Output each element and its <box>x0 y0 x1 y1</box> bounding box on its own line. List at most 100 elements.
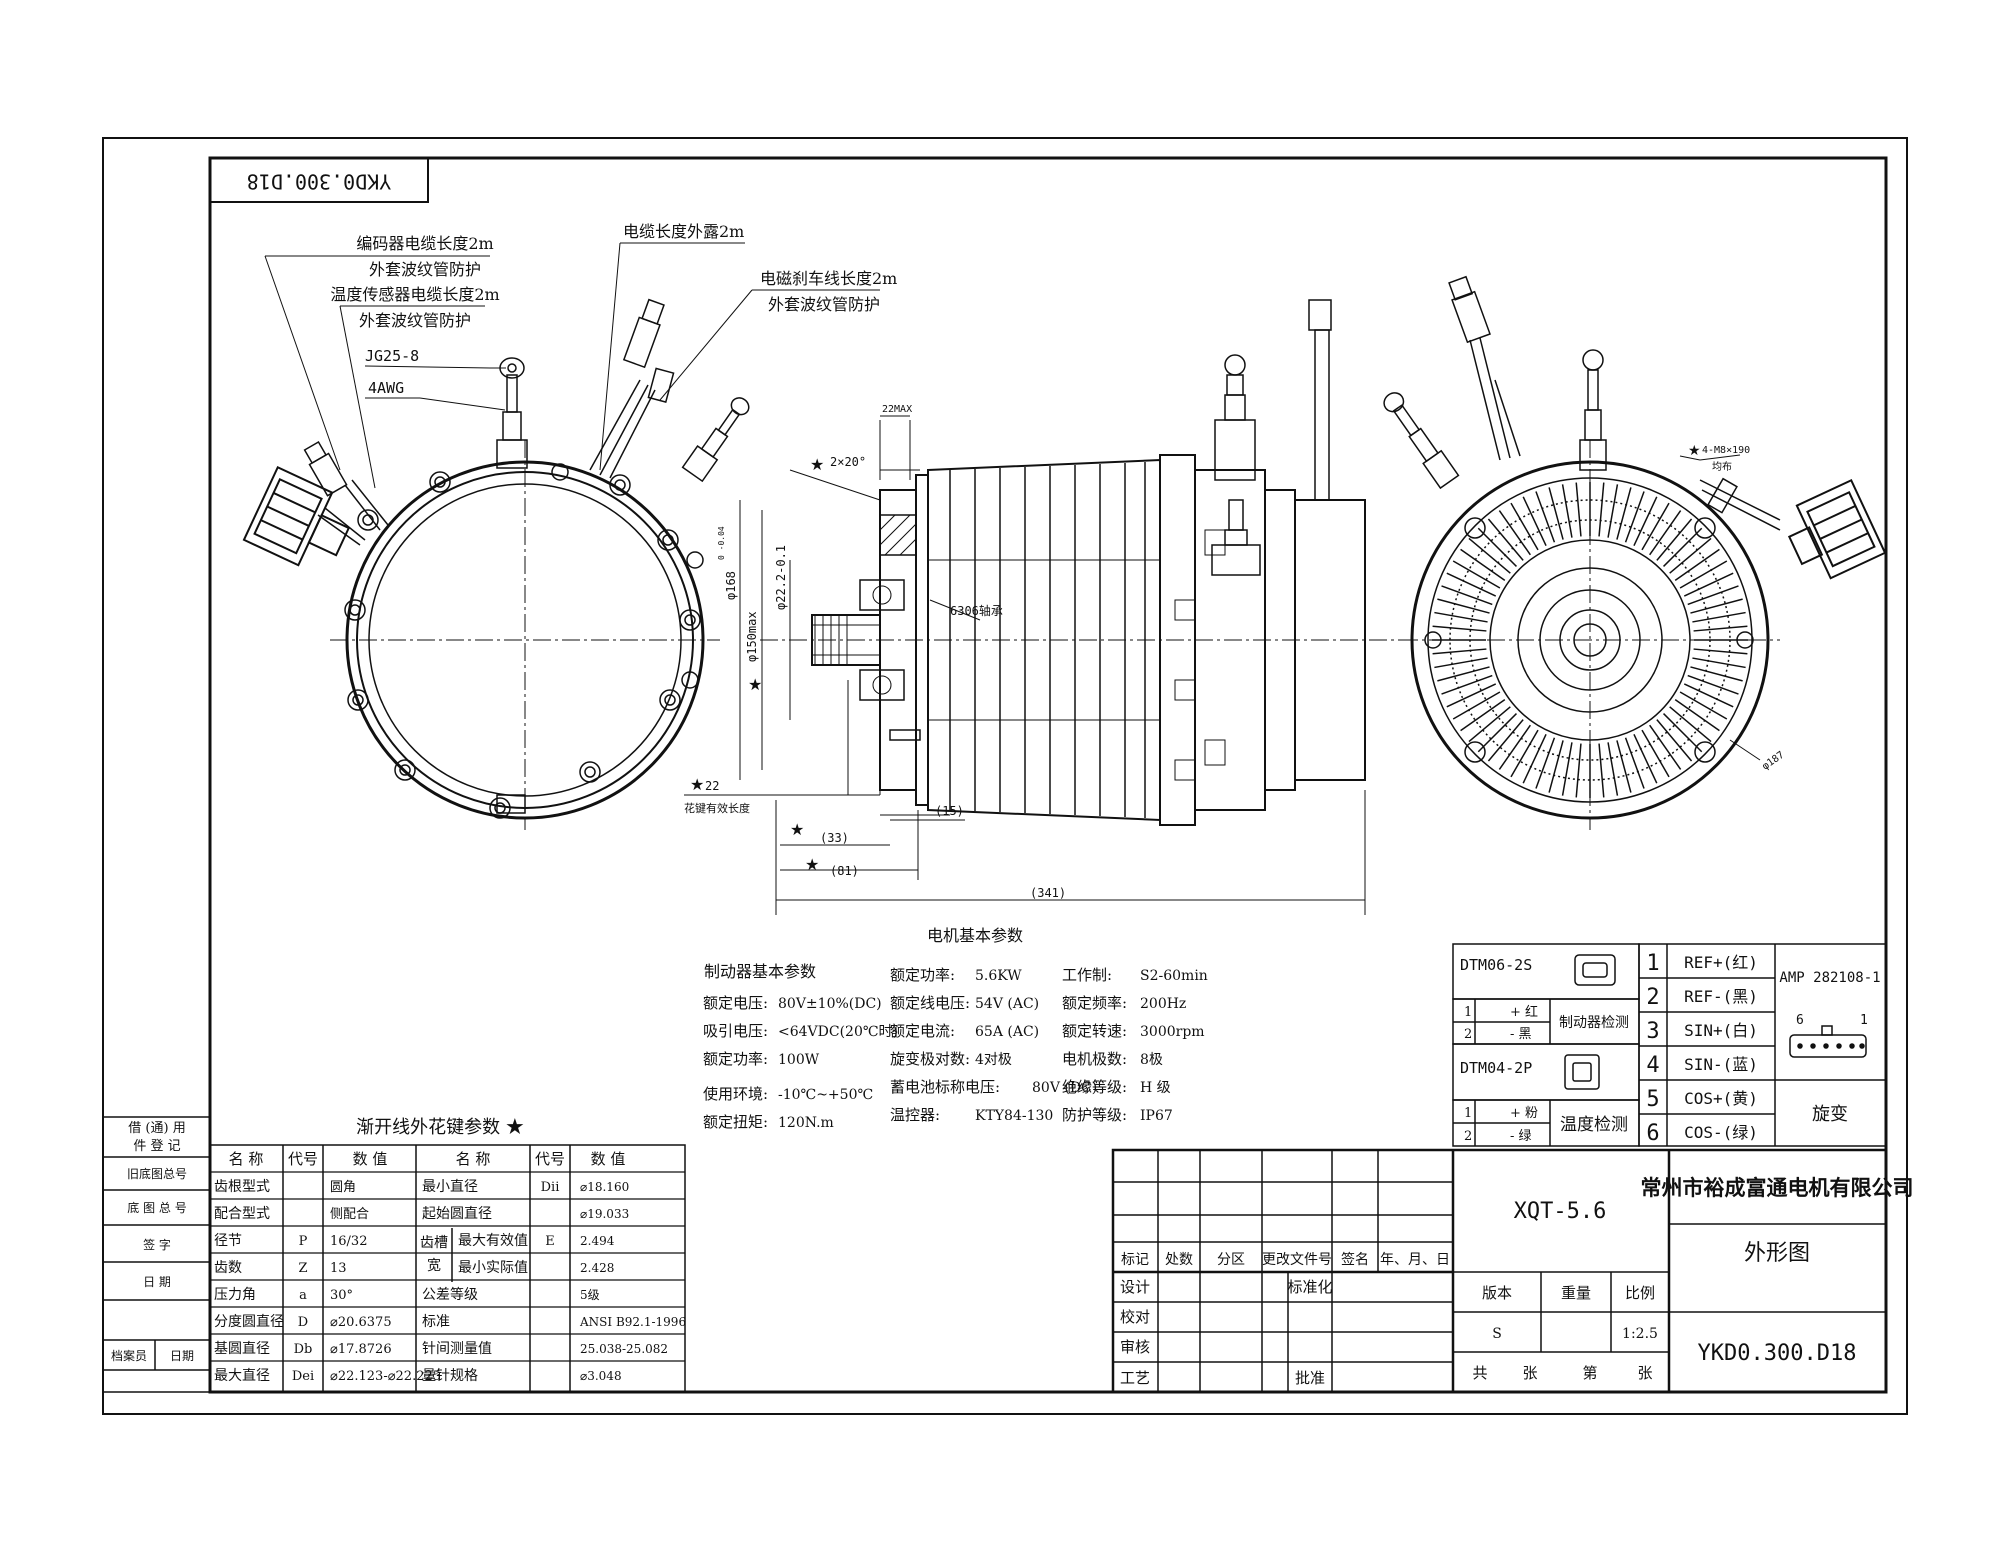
fin-line <box>1679 560 1728 589</box>
fin-line <box>1535 737 1556 789</box>
spline-header: 数 值 <box>353 1150 388 1168</box>
bolts-sub-label: 均布 <box>1712 461 1732 473</box>
fin-line <box>1656 518 1693 561</box>
dtm04-pin2-color: - 绿 <box>1510 1129 1532 1144</box>
spline-cell: ANSI B92.1-1996 <box>579 1315 686 1329</box>
bolts-label: 4-M8×190 <box>1702 445 1750 456</box>
terminal-label: JG25-8 <box>365 347 419 365</box>
spline-cell: ⌀22.123-⌀22.225 <box>330 1369 441 1384</box>
fin-line <box>1437 598 1490 614</box>
fin-line <box>1434 611 1488 623</box>
fin-line <box>1575 482 1582 537</box>
strip-old-drawing-no: 旧底图总号 <box>127 1166 187 1181</box>
fin-line <box>1674 699 1720 732</box>
spline-cell: 齿根型式 <box>214 1179 270 1195</box>
dtm04-pin1-color: + 粉 <box>1510 1106 1538 1121</box>
fin-line <box>1510 502 1539 551</box>
strip-archivist: 档案员 <box>111 1348 147 1363</box>
strip-line2: 件 登 记 <box>133 1139 180 1154</box>
sheets-unit-label: 张 <box>1522 1364 1537 1382</box>
title-block-texts: 标记处数分区更改文件号签名年、月、日 设计 标准化 校对 审核 工艺 批准 XQ… <box>1120 1175 1914 1387</box>
spline-cell: D <box>298 1315 308 1330</box>
brake-param-value: <64VDC(20℃时) <box>778 1024 898 1040</box>
fin-line <box>1616 487 1632 540</box>
spline-cell: 16/32 <box>330 1234 367 1249</box>
spline-cell: ⌀20.6375 <box>330 1315 392 1330</box>
spline-cell: 标准 <box>422 1314 450 1330</box>
encoder-sleeve-label: 外套波纹管防护 <box>369 260 481 279</box>
spline-cell: ⌀3.048 <box>580 1369 622 1383</box>
sheets-total-label: 共 <box>1472 1364 1487 1382</box>
side-dim-labels: 22MAX 2×20° ★ φ168 0 -0.04 φ22.2-0.1 φ15… <box>684 404 1066 900</box>
drawing-title: 外形图 <box>1744 1241 1810 1266</box>
brake-param-value: -10℃~+50℃ <box>778 1087 873 1103</box>
brake-param-label: 吸引电压: <box>703 1022 768 1040</box>
fin-line <box>1468 537 1511 574</box>
spline-cell: a <box>299 1288 307 1303</box>
scale-label: 比例 <box>1625 1284 1655 1302</box>
fin-line <box>1460 548 1506 581</box>
sheet-num-label: 第 <box>1582 1364 1597 1382</box>
dtm06-pin2-color: - 黑 <box>1510 1027 1532 1042</box>
fin-line <box>1452 560 1501 589</box>
dtm06-pin2: 2 <box>1464 1027 1472 1042</box>
spline-header: 名 称 <box>456 1150 491 1168</box>
spline-cell: 最小实际值 <box>458 1260 528 1276</box>
spline-cell: 2.494 <box>580 1234 615 1248</box>
spline-cell: Z <box>298 1261 307 1276</box>
revision-header: 年、月、日 <box>1380 1252 1450 1268</box>
pin1-label: 1 <box>1860 1013 1868 1028</box>
side-dimensions <box>684 415 1366 915</box>
fin-line <box>1624 491 1645 543</box>
strip-drawing-no: 底 图 总 号 <box>127 1200 186 1215</box>
star-spline: ★ <box>690 775 704 794</box>
spline-cell: Dei <box>292 1369 314 1384</box>
dim-168-tol: 0 -0.04 <box>717 526 726 560</box>
motor-param-label: 工作制: <box>1062 966 1112 984</box>
fin-line <box>1669 706 1712 743</box>
fin-line <box>1692 611 1746 623</box>
revision-header: 签名 <box>1341 1251 1369 1268</box>
fin-line <box>1522 733 1547 784</box>
spline-cell: 基圆直径 <box>214 1340 270 1357</box>
fin-line <box>1432 648 1487 655</box>
motor-param-label: 额定线电压: <box>890 994 970 1012</box>
dtm04-pin1: 1 <box>1464 1106 1472 1121</box>
fin-line <box>1446 572 1497 597</box>
fin-line <box>1663 713 1703 753</box>
dtm04-pin2: 2 <box>1464 1129 1472 1144</box>
brake-param-label: 额定功率: <box>703 1050 768 1068</box>
resolver-pin-signal: SIN-(蓝) <box>1684 1055 1758 1074</box>
fin-line <box>1452 691 1501 720</box>
motor-params-title: 电机基本参数 <box>927 926 1023 945</box>
fin-line <box>1548 740 1564 793</box>
star-33: ★ <box>790 820 804 839</box>
process-label: 工艺 <box>1120 1369 1150 1387</box>
strip-archive-date: 日期 <box>170 1349 194 1363</box>
motor-param-value: 4对极 <box>975 1052 1012 1068</box>
fin-line <box>1460 699 1506 732</box>
fin-line <box>1548 487 1564 540</box>
dim-spline-len: 22 <box>705 779 719 793</box>
motor-param-label: 绝缘等级: <box>1062 1078 1127 1096</box>
right-end-view <box>1383 275 1887 830</box>
revision-headers: 标记处数分区更改文件号签名年、月、日 <box>1121 1251 1450 1268</box>
wire-gauge-label: 4AWG <box>368 379 404 397</box>
fin-line <box>1649 510 1682 556</box>
fin-line <box>1437 666 1490 682</box>
spline-cell: 针间测量值 <box>422 1341 492 1357</box>
encoder-cable-label: 编码器电缆长度2m <box>356 234 493 253</box>
spline-header: 名 称 <box>229 1150 264 1168</box>
right-view-fins <box>1432 482 1748 798</box>
fin-line <box>1641 729 1670 778</box>
motor-param-value: 3000rpm <box>1140 1024 1205 1040</box>
title-block <box>1111 1148 1888 1394</box>
spline-cell: 30° <box>330 1288 353 1303</box>
spline-cell: 最大有效值 <box>458 1233 528 1249</box>
side-view <box>760 299 1400 826</box>
motor-param-label: 额定功率: <box>890 966 955 984</box>
motor-param-value: 8极 <box>1140 1052 1163 1068</box>
star-81: ★ <box>805 855 819 874</box>
standardize-label: 标准化 <box>1287 1278 1332 1296</box>
star-chamfer: ★ <box>810 455 824 474</box>
